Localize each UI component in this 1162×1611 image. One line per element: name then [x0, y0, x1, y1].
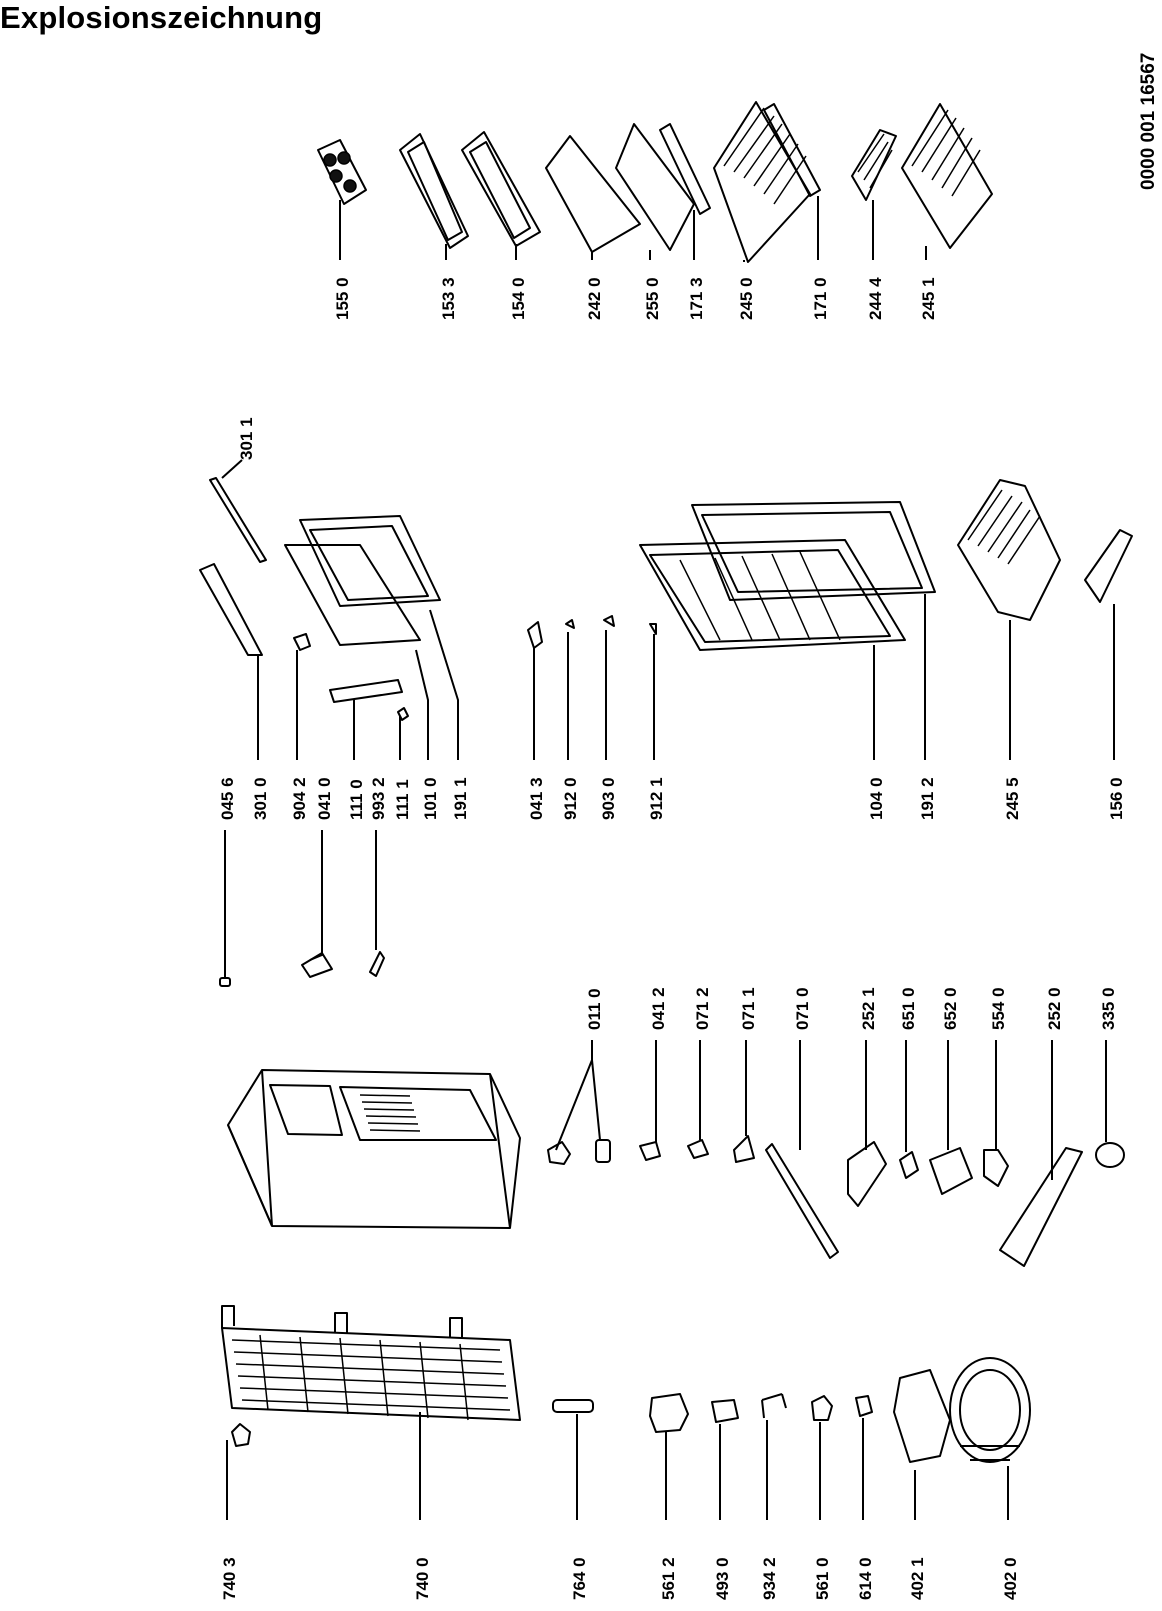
part-label: 011 0: [585, 988, 604, 1030]
part-label: 245 0: [737, 277, 756, 320]
part-label: 041 2: [649, 987, 668, 1030]
part-label: 071 0: [793, 987, 812, 1030]
part-drawings-column-4: [317, 101, 993, 263]
part-label: 154 0: [509, 277, 528, 320]
part-label: 740 0: [413, 1557, 432, 1600]
part-label: 041 0: [315, 777, 334, 820]
part-drawings-column-1: [221, 1305, 1031, 1463]
page-title: Explosionszeichnung: [0, 0, 323, 35]
part-label: 071 2: [693, 987, 712, 1030]
part-label: 614 0: [856, 1557, 875, 1600]
part-drawings-column-2: [227, 1069, 1125, 1267]
part-label: 244 4: [866, 277, 885, 320]
part-label: 903 0: [599, 777, 618, 820]
part-label: 740 3: [220, 1557, 239, 1600]
part-label: 561 2: [659, 1557, 678, 1600]
part-label: 493 0: [713, 1557, 732, 1600]
part-labels: 740 3 740 0 764 0 561 2 493 0 934 2 561 …: [218, 277, 1126, 1600]
part-label: 402 1: [908, 1557, 927, 1600]
part-label: 652 0: [941, 987, 960, 1030]
part-label: 104 0: [867, 777, 886, 820]
part-label: 912 0: [561, 777, 580, 820]
part-label: 153 3: [439, 277, 458, 320]
part-label: 191 2: [918, 777, 937, 820]
part-label: 934 2: [760, 1557, 779, 1600]
part-label: 402 0: [1001, 1557, 1020, 1600]
part-label: 101 0: [421, 777, 440, 820]
part-label: 301 1: [237, 417, 256, 460]
part-label: 252 1: [859, 987, 878, 1030]
part-label: 242 0: [585, 277, 604, 320]
part-label: 335 0: [1099, 987, 1118, 1030]
part-label: 155 0: [333, 277, 352, 320]
part-label: 651 0: [899, 987, 918, 1030]
part-label: 245 1: [919, 277, 938, 320]
part-label: 071 1: [739, 987, 758, 1030]
part-label: 045 6: [218, 777, 237, 820]
part-label: 245 5: [1003, 777, 1022, 820]
part-label: 041 3: [527, 777, 546, 820]
part-label: 764 0: [570, 1557, 589, 1600]
part-label: 156 0: [1107, 777, 1126, 820]
part-drawings-column-3: [199, 477, 1133, 987]
leader-lines: [221, 196, 1115, 1520]
part-label: 191 1: [451, 777, 470, 820]
part-label: 912 1: [647, 777, 666, 820]
part-label: 904 2: [290, 777, 309, 820]
part-label: 255 0: [643, 277, 662, 320]
part-label: 554 0: [989, 987, 1008, 1030]
part-label: 111 1: [393, 779, 412, 820]
part-label: 252 0: [1045, 987, 1064, 1030]
part-label: 561 0: [813, 1557, 832, 1600]
part-label: 301 0: [251, 777, 270, 820]
part-label: 171 3: [687, 277, 706, 320]
part-label: 993 2: [369, 777, 388, 820]
part-label: 171 0: [811, 277, 830, 320]
part-label: 111 0: [347, 779, 366, 820]
